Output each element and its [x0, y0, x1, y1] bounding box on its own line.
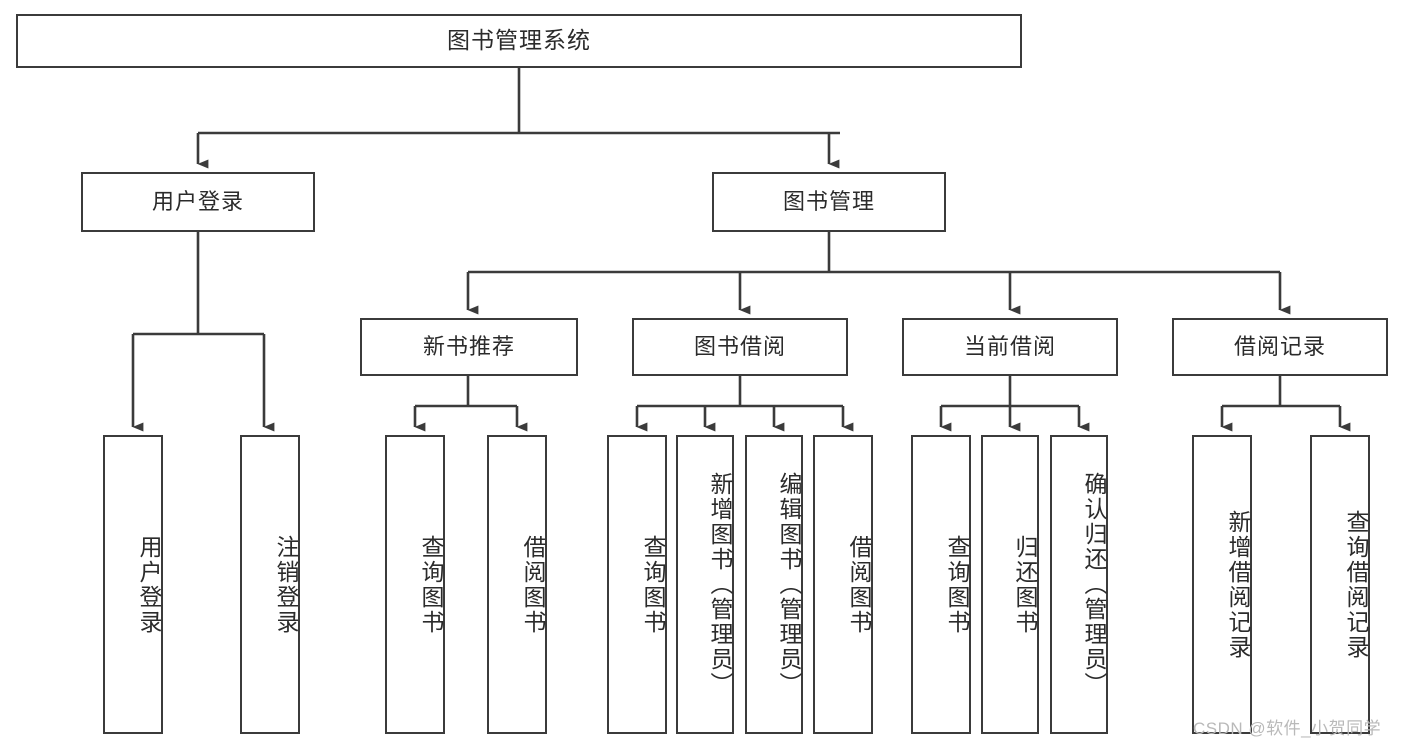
node-leaf-edit-book[interactable]: 编辑图书（管理员） — [745, 435, 803, 734]
node-label: 当前借阅 — [963, 334, 1056, 360]
node-label: 新书推荐 — [422, 334, 515, 360]
node-leaf-borrow-book-recommend[interactable]: 借阅图书 — [487, 435, 547, 734]
node-borrow-record[interactable]: 借阅记录 — [1172, 318, 1388, 376]
node-new-book-recommend[interactable]: 新书推荐 — [360, 318, 578, 376]
node-leaf-user-login[interactable]: 用户登录 — [103, 435, 163, 734]
node-leaf-user-logout[interactable]: 注销登录 — [240, 435, 300, 734]
node-label: 用户登录 — [136, 534, 162, 635]
node-leaf-add-book[interactable]: 新增图书（管理员） — [676, 435, 734, 734]
csdn-watermark: CSDN @软件_小贺同学 — [1193, 719, 1382, 738]
node-leaf-confirm-return[interactable]: 确认归还（管理员） — [1050, 435, 1108, 734]
node-label: 借阅图书 — [520, 534, 546, 635]
node-label: 查询图书 — [640, 534, 666, 635]
node-leaf-return-book[interactable]: 归还图书 — [981, 435, 1039, 734]
node-label: 图书管理系统 — [447, 27, 591, 54]
node-label: 查询借阅记录 — [1343, 509, 1369, 660]
node-label: 归还图书 — [1012, 534, 1038, 635]
node-label: 图书借阅 — [693, 334, 786, 360]
node-current-borrow[interactable]: 当前借阅 — [902, 318, 1118, 376]
node-label: 确认归还（管理员） — [1081, 472, 1107, 697]
node-label: 查询图书 — [944, 534, 970, 635]
node-book-borrow[interactable]: 图书借阅 — [632, 318, 848, 376]
node-label: 用户登录 — [151, 189, 244, 215]
node-root-system[interactable]: 图书管理系统 — [16, 14, 1022, 68]
node-label: 查询图书 — [418, 534, 444, 635]
node-label: 新增借阅记录 — [1225, 509, 1251, 660]
node-leaf-add-borrow-record[interactable]: 新增借阅记录 — [1192, 435, 1252, 734]
node-label: 借阅图书 — [846, 534, 872, 635]
node-label: 借阅记录 — [1233, 334, 1326, 360]
node-book-manage[interactable]: 图书管理 — [712, 172, 946, 232]
node-label: 编辑图书（管理员） — [776, 472, 802, 697]
node-leaf-query-book-recommend[interactable]: 查询图书 — [385, 435, 445, 734]
node-leaf-query-book-current[interactable]: 查询图书 — [911, 435, 971, 734]
node-label: 注销登录 — [273, 534, 299, 635]
node-label: 图书管理 — [782, 189, 875, 215]
node-label: 新增图书（管理员） — [707, 472, 733, 697]
node-leaf-query-borrow-record[interactable]: 查询借阅记录 — [1310, 435, 1370, 734]
node-leaf-borrow-book[interactable]: 借阅图书 — [813, 435, 873, 734]
node-leaf-query-book-borrow[interactable]: 查询图书 — [607, 435, 667, 734]
node-user-login[interactable]: 用户登录 — [81, 172, 315, 232]
